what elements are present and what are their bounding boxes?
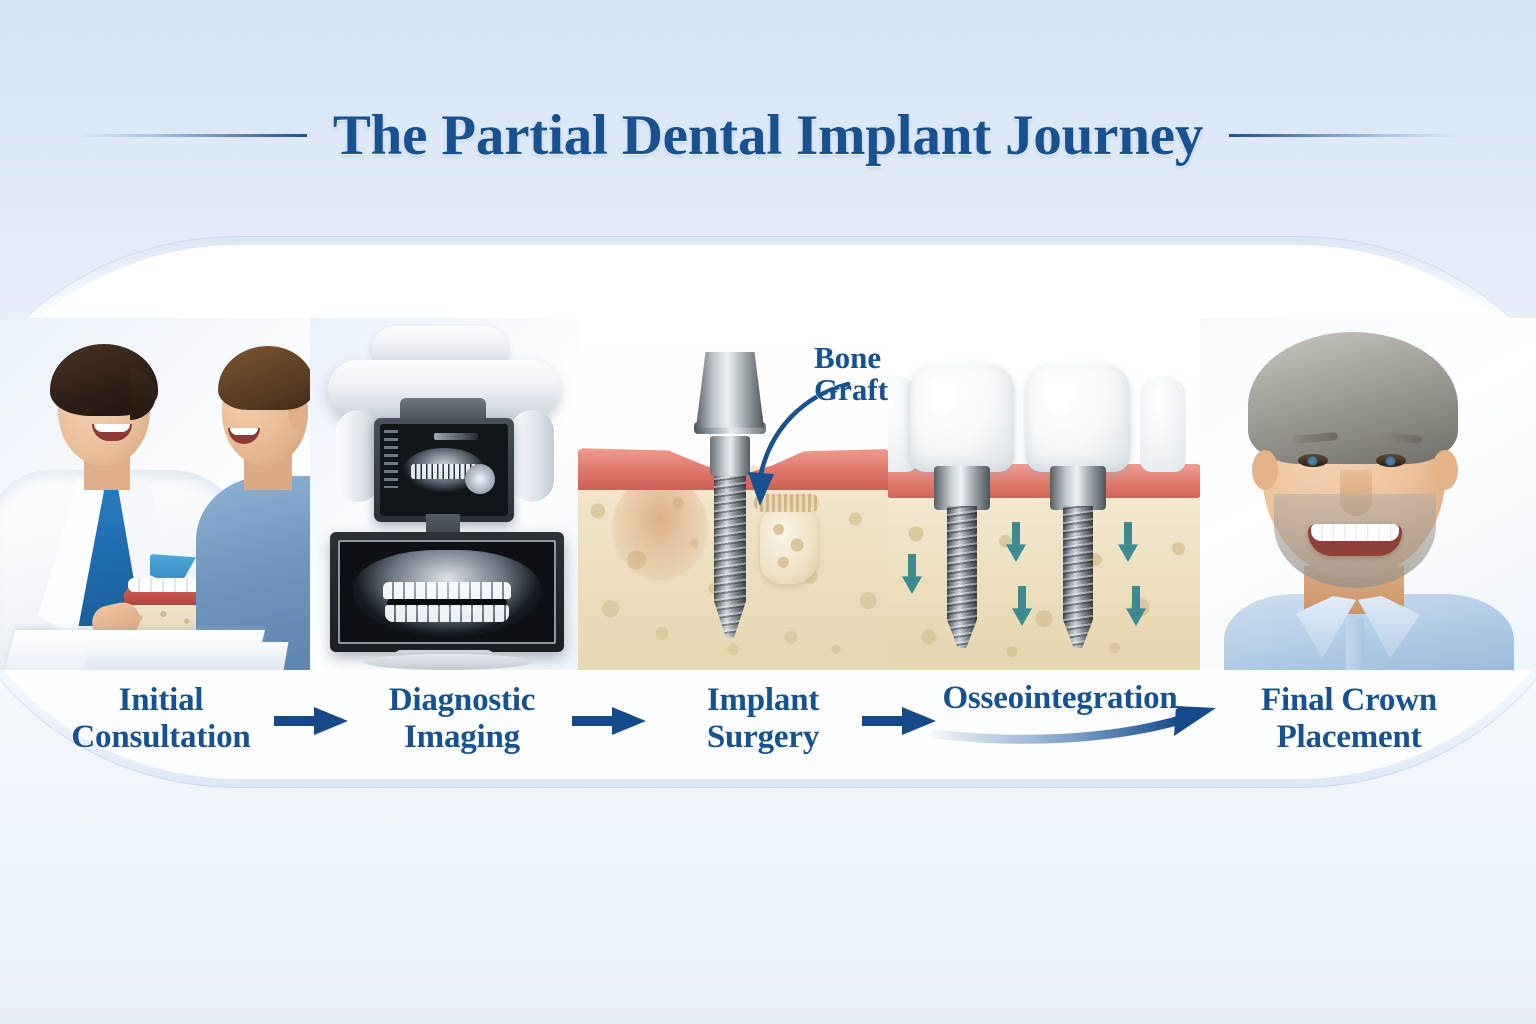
xray-teeth-row [410, 464, 478, 480]
title-bar: The Partial Dental Implant Journey [0, 92, 1536, 178]
shirt-placket [1346, 618, 1364, 670]
step-1-label-line2: Consultation [71, 718, 251, 755]
osseo-abutment-1 [934, 466, 990, 510]
step-arrow-1 [274, 707, 348, 735]
xray-machine-base [364, 654, 532, 670]
stage-panel-strip: Bone Graft [0, 318, 1536, 670]
step-label-implant-surgery: Implant Surgery [652, 682, 874, 756]
implant-screw-threads [714, 470, 746, 638]
bone-graft-pointer-arrow [748, 381, 851, 506]
step-5-label-line1: Final Crown [1261, 682, 1437, 718]
implant-crown-2 [1026, 364, 1130, 472]
step-1-label-line1: Initial [118, 682, 204, 718]
osseo-implant-threads-2 [1063, 506, 1093, 648]
patient-smile [228, 428, 260, 444]
bone-graft-callout: Bone Graft [814, 342, 888, 405]
panoramic-upper-teeth [382, 582, 512, 599]
panoramic-xray-monitor [330, 532, 564, 652]
xray-preview-image [380, 424, 508, 516]
bone-socket-shading [612, 476, 708, 580]
jaw-model-teeth [128, 578, 212, 592]
implant-abutment-cap [696, 352, 764, 428]
page-title: The Partial Dental Implant Journey [332, 103, 1204, 167]
step-3-label-line2: Surgery [706, 718, 820, 755]
bone-graft-callout-line1: Bone [814, 340, 882, 375]
stage-panel-diagnostic-imaging [310, 318, 578, 670]
panoramic-bite-gap [387, 599, 507, 606]
panoramic-lower-teeth [384, 605, 510, 622]
title-rule-right [1229, 133, 1462, 137]
osseo-bone-block [888, 486, 1200, 670]
osseo-abutment-2 [1050, 466, 1106, 510]
step-5-label-line2: Placement [1276, 718, 1422, 755]
implant-screw-body [714, 470, 746, 638]
xray-screen-controls [384, 430, 398, 488]
smiling-patient-eye-left [1298, 454, 1328, 467]
step-label-row: Initial Consultation Diagnostic Imaging … [0, 672, 1536, 768]
xray-highlight-region [465, 464, 496, 495]
step-label-initial-consultation: Initial Consultation [46, 682, 276, 756]
smiling-patient-ear-left [1252, 450, 1278, 490]
step-3-label-line1: Implant [706, 682, 820, 718]
dentist-hair [50, 344, 158, 420]
implant-collar [710, 436, 750, 476]
desk-papers-front [83, 642, 289, 670]
step-arrow-4-curved [930, 706, 1216, 744]
step-4-label-line1: Osseointegration [942, 680, 1178, 716]
step-label-diagnostic-imaging: Diagnostic Imaging [350, 682, 574, 756]
step-label-osseointegration: Osseointegration [920, 680, 1200, 717]
smiling-patient-ear-right [1432, 450, 1458, 490]
stage-panel-initial-consultation [0, 318, 310, 670]
xray-preview-screen [374, 418, 514, 522]
step-label-final-crown-placement: Final Crown Placement [1224, 682, 1474, 756]
xray-machine-column-right [510, 410, 554, 502]
stage-panel-osseointegration [888, 318, 1200, 670]
osseo-implant-threads-1 [947, 506, 977, 648]
bone-graft-callout-line2: Graft [814, 371, 888, 407]
step-2-label-line1: Diagnostic [388, 682, 536, 718]
osseo-implant-screw-1 [947, 506, 977, 648]
adjacent-tooth-right [1140, 376, 1186, 472]
smiling-patient-teeth [1311, 524, 1399, 541]
osseo-implant-screw-2 [1063, 506, 1093, 648]
dentist-smile [92, 424, 132, 441]
smiling-patient-eye-right [1376, 454, 1406, 467]
stage-panel-implant-surgery: Bone Graft [578, 318, 888, 670]
smiling-patient-smile [1308, 524, 1402, 556]
step-arrow-2 [572, 707, 646, 735]
stage-panel-final-crown-placement [1200, 318, 1536, 670]
implant-crown-1 [910, 364, 1014, 472]
panoramic-xray-image [338, 540, 556, 644]
smiling-patient-gray-hair [1248, 332, 1458, 464]
xray-screen-brand-text [433, 433, 478, 441]
patient-hair [218, 346, 310, 410]
osseo-bone-pores [888, 486, 1200, 670]
xray-machine-column-left [336, 410, 380, 502]
step-2-label-line2: Imaging [404, 718, 520, 755]
step-arrow-3 [862, 707, 936, 735]
bone-graft-nodule [760, 506, 818, 584]
title-rule-left [74, 133, 307, 137]
bone-graft-granules [754, 494, 820, 512]
